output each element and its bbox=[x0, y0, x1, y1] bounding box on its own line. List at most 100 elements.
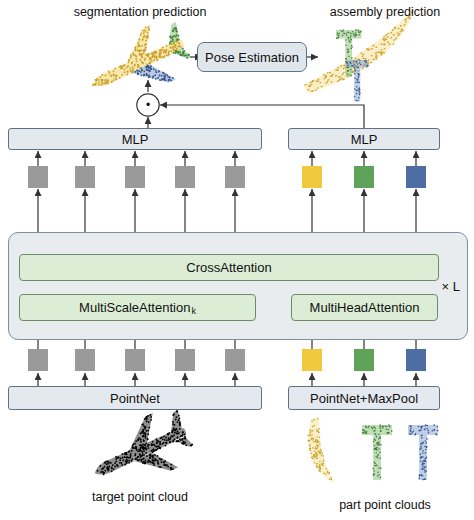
cloud-point bbox=[145, 430, 147, 432]
cloud-point bbox=[318, 466, 320, 468]
cloud-point bbox=[173, 48, 175, 50]
flow-arrow bbox=[415, 373, 416, 386]
cloud-point bbox=[366, 66, 368, 68]
attention-box: MultiScaleAttentionk bbox=[19, 294, 256, 321]
cloud-point bbox=[132, 68, 134, 70]
cloud-point bbox=[163, 56, 165, 58]
cloud-point bbox=[308, 440, 310, 442]
cloud-point bbox=[326, 72, 329, 74]
flow-arrow bbox=[184, 151, 185, 166]
cloud-point bbox=[385, 34, 388, 36]
node-text: MLP bbox=[351, 132, 378, 147]
cloud-point bbox=[354, 67, 356, 69]
cloud-point bbox=[366, 432, 368, 434]
cloud-point bbox=[380, 467, 382, 469]
cloud-point bbox=[169, 36, 171, 38]
cloud-point bbox=[422, 452, 424, 454]
cloud-point bbox=[375, 54, 378, 56]
cloud-point bbox=[160, 49, 162, 51]
cloud-point bbox=[348, 56, 350, 58]
cloud-point bbox=[424, 425, 426, 427]
cloud-point bbox=[316, 429, 318, 431]
process-box: Pose Estimation bbox=[197, 42, 307, 72]
cloud-point bbox=[133, 53, 135, 55]
cloud-point bbox=[412, 430, 414, 432]
cloud-point bbox=[156, 442, 158, 444]
cloud-point bbox=[148, 426, 150, 428]
cloud-point bbox=[179, 423, 181, 425]
cloud-point bbox=[116, 464, 118, 466]
feature-token bbox=[28, 349, 48, 371]
cloud-point bbox=[177, 34, 179, 36]
cloud-point bbox=[366, 62, 368, 64]
cloud-point bbox=[172, 29, 174, 31]
cloud-point bbox=[311, 457, 313, 459]
cloud-point bbox=[153, 459, 155, 461]
cloud-point bbox=[358, 75, 360, 77]
cloud-point bbox=[421, 437, 423, 439]
cloud-point bbox=[375, 434, 377, 436]
cloud-point bbox=[377, 471, 379, 473]
cloud-point bbox=[347, 62, 349, 64]
cloud-point bbox=[149, 453, 151, 455]
cloud-point bbox=[350, 75, 352, 77]
flow-arrow bbox=[415, 151, 416, 166]
node-text: PointNet bbox=[110, 391, 160, 406]
cloud-point bbox=[159, 458, 161, 460]
cloud-point bbox=[377, 455, 379, 457]
cloud-point bbox=[144, 435, 146, 437]
cloud-point bbox=[153, 462, 155, 464]
cloud-point bbox=[141, 447, 143, 449]
flow-arrow bbox=[37, 151, 38, 166]
cloud-point bbox=[127, 59, 129, 61]
cloud-point bbox=[342, 67, 345, 69]
cloud-point bbox=[382, 427, 384, 429]
cloud-point bbox=[309, 448, 311, 450]
cloud-point bbox=[178, 414, 180, 416]
node-text: MultiHeadAttention bbox=[310, 300, 420, 315]
segmented-airplane-shape bbox=[131, 57, 176, 96]
cloud-point bbox=[135, 447, 137, 449]
cloud-point bbox=[327, 471, 329, 473]
cloud-point bbox=[176, 430, 178, 432]
cloud-point bbox=[425, 440, 427, 442]
cloud-point bbox=[419, 474, 421, 476]
image-label: segmentation prediction bbox=[50, 5, 230, 19]
cloud-point bbox=[324, 75, 327, 77]
segmented-airplane-shape bbox=[161, 22, 192, 63]
cloud-point bbox=[131, 450, 133, 452]
cloud-point bbox=[112, 464, 114, 466]
cloud-point bbox=[177, 419, 179, 421]
cloud-point bbox=[168, 53, 170, 55]
cloud-point bbox=[347, 67, 349, 69]
cloud-point bbox=[159, 54, 161, 56]
cloud-point bbox=[376, 442, 378, 444]
cloud-point bbox=[140, 71, 142, 73]
cloud-point bbox=[121, 456, 123, 458]
cloud-point bbox=[184, 433, 186, 435]
cloud-point bbox=[181, 439, 183, 441]
cloud-point bbox=[101, 82, 103, 84]
cloud-point bbox=[104, 79, 106, 81]
cloud-point bbox=[156, 58, 158, 60]
cloud-point bbox=[145, 442, 147, 444]
segmented-airplane bbox=[131, 56, 176, 95]
cloud-point bbox=[145, 420, 147, 422]
cloud-point bbox=[142, 62, 144, 64]
cloud-point bbox=[181, 435, 183, 437]
cloud-point bbox=[362, 57, 365, 59]
feature-token bbox=[75, 166, 95, 188]
cloud-point bbox=[156, 445, 158, 447]
cloud-point bbox=[175, 428, 177, 430]
cloud-point bbox=[311, 434, 313, 436]
cloud-point bbox=[127, 451, 129, 453]
cloud-point bbox=[373, 474, 375, 476]
feature-token bbox=[125, 349, 145, 371]
cloud-point bbox=[169, 440, 171, 442]
cloud-point bbox=[380, 431, 382, 433]
cloud-point bbox=[375, 448, 377, 450]
cloud-point bbox=[352, 31, 354, 33]
cloud-point bbox=[424, 429, 426, 431]
cloud-point bbox=[140, 441, 142, 443]
